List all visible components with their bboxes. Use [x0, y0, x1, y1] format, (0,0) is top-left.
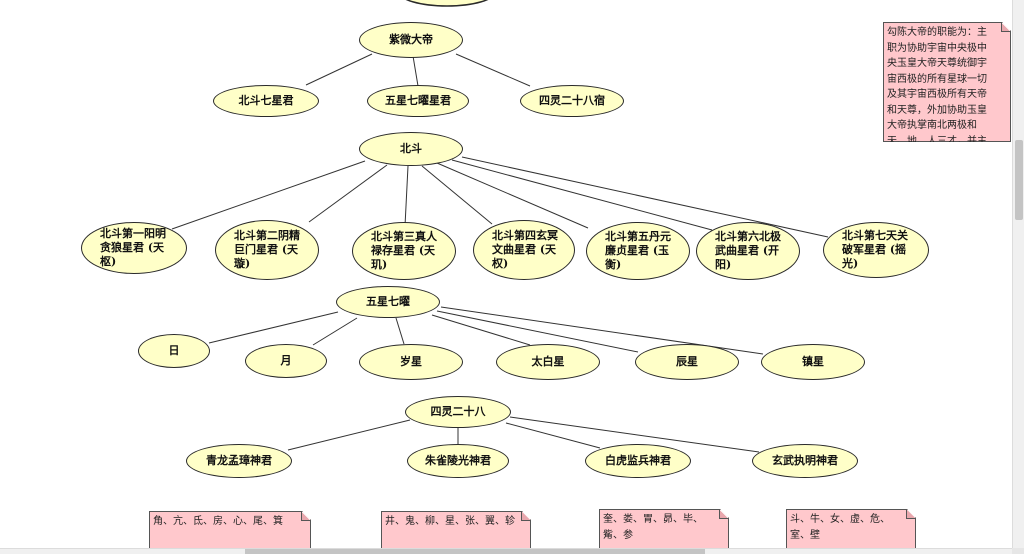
edge-siling-xuanwu: [509, 416, 760, 453]
edge-wuxing-ri: [208, 311, 339, 344]
edge-beidou-6: [451, 159, 713, 231]
node-beidou-6[interactable]: 北斗第六北极武曲星君 (开阳): [696, 222, 800, 280]
edge-ziwei-siling-28: [455, 53, 531, 87]
horizontal-scrollbar[interactable]: [0, 548, 1012, 554]
node-beidou-3[interactable]: 北斗第三真人禄存星君 (天玑): [352, 222, 456, 280]
note-fold-corner: [521, 512, 530, 521]
note-xuanwu-xiu-text: 斗、牛、女、虚、危、室、壁: [790, 514, 890, 541]
node-qinglong[interactable]: 青龙孟璋神君: [186, 444, 292, 478]
edge-siling-baihu: [505, 422, 601, 449]
edge-ziwei-beidou-qixing: [305, 53, 373, 86]
note-baihu-xiu-text: 奎、娄、胃、昴、毕、觜、参: [603, 514, 703, 541]
node-baihu[interactable]: 白虎监兵神君: [585, 444, 691, 478]
node-zhuque[interactable]: 朱雀陵光神君: [407, 444, 509, 478]
note-fold-corner: [1001, 23, 1010, 32]
note-qinglong-xiu[interactable]: 角、亢、氐、房、心、尾、箕: [149, 511, 311, 548]
edge-beidou-4: [421, 165, 493, 225]
node-wuxing-qiyao-xingjun[interactable]: 五星七曜星君: [367, 85, 469, 117]
partial-node-top: [405, 0, 489, 7]
node-suixing[interactable]: 岁星: [359, 344, 463, 380]
node-siling-28[interactable]: 四灵二十八宿: [520, 85, 624, 117]
edge-wuxing-suixing: [395, 317, 405, 345]
vertical-scrollbar[interactable]: [1012, 0, 1024, 548]
node-yue[interactable]: 月: [245, 344, 327, 378]
node-beidou-4[interactable]: 北斗第四玄冥文曲星君 (天权): [473, 220, 575, 280]
scrollbar-corner: [1012, 548, 1024, 554]
edge-beidou-5: [436, 162, 589, 229]
note-xuanwu-xiu[interactable]: 斗、牛、女、虚、危、室、壁: [786, 509, 916, 548]
edge-wuxing-chenxing: [436, 310, 639, 353]
node-beidou-2[interactable]: 北斗第二阴精巨门星君 (天璇): [215, 220, 319, 280]
node-ri[interactable]: 日: [138, 334, 210, 368]
node-beidou-qixing[interactable]: 北斗七星君: [213, 85, 319, 117]
node-chenxing[interactable]: 辰星: [635, 344, 739, 380]
note-fold-corner: [906, 510, 915, 519]
note-gouchen-text: 勾陈大帝的职能为：主职为协助宇宙中央极中央玉皇大帝天尊统御宇宙西极的所有星球一切…: [887, 27, 987, 162]
node-beidou[interactable]: 北斗: [359, 132, 463, 166]
note-baihu-xiu[interactable]: 奎、娄、胃、昴、毕、觜、参: [599, 509, 729, 548]
diagram-canvas[interactable]: 紫微大帝 北斗七星君 五星七曜星君 四灵二十八宿 北斗 北斗第一阳明贪狼星君 (…: [0, 0, 1012, 548]
edge-wuxing-yue: [312, 317, 358, 346]
vertical-scrollbar-thumb[interactable]: [1015, 140, 1023, 220]
node-beidou-5[interactable]: 北斗第五丹元廉贞星君 (玉衡): [586, 222, 690, 280]
node-taibaixing[interactable]: 太白星: [496, 344, 600, 380]
edge-beidou-1: [171, 160, 366, 230]
note-fold-corner: [301, 512, 310, 521]
note-zhuque-xiu[interactable]: 井、鬼、柳、星、张、翼、轸: [381, 511, 531, 548]
edge-ziwei-wuxing-qiyao-xingjun: [412, 55, 419, 87]
node-xuanwu[interactable]: 玄武执明神君: [752, 444, 858, 478]
horizontal-scrollbar-thumb[interactable]: [245, 549, 705, 554]
note-qinglong-xiu-text: 角、亢、氐、房、心、尾、箕: [153, 516, 283, 527]
edge-wuxing-taibaixing: [431, 314, 531, 346]
node-wuxing-qiyao[interactable]: 五星七曜: [336, 286, 440, 318]
node-beidou-1[interactable]: 北斗第一阳明贪狼星君 (天枢): [81, 222, 187, 274]
node-ziwei[interactable]: 紫微大帝: [359, 22, 463, 58]
node-beidou-7[interactable]: 北斗第七天关破军星君 (摇光): [823, 222, 929, 278]
edge-beidou-2: [308, 164, 388, 223]
note-zhuque-xiu-text: 井、鬼、柳、星、张、翼、轸: [385, 516, 515, 527]
note-fold-corner: [719, 510, 728, 519]
edge-siling-qinglong: [287, 419, 411, 451]
node-zhenxing[interactable]: 镇星: [761, 344, 865, 380]
node-siling[interactable]: 四灵二十八: [405, 396, 511, 428]
edge-beidou-3: [404, 165, 409, 227]
note-gouchen[interactable]: 勾陈大帝的职能为：主职为协助宇宙中央极中央玉皇大帝天尊统御宇宙西极的所有星球一切…: [883, 22, 1011, 142]
